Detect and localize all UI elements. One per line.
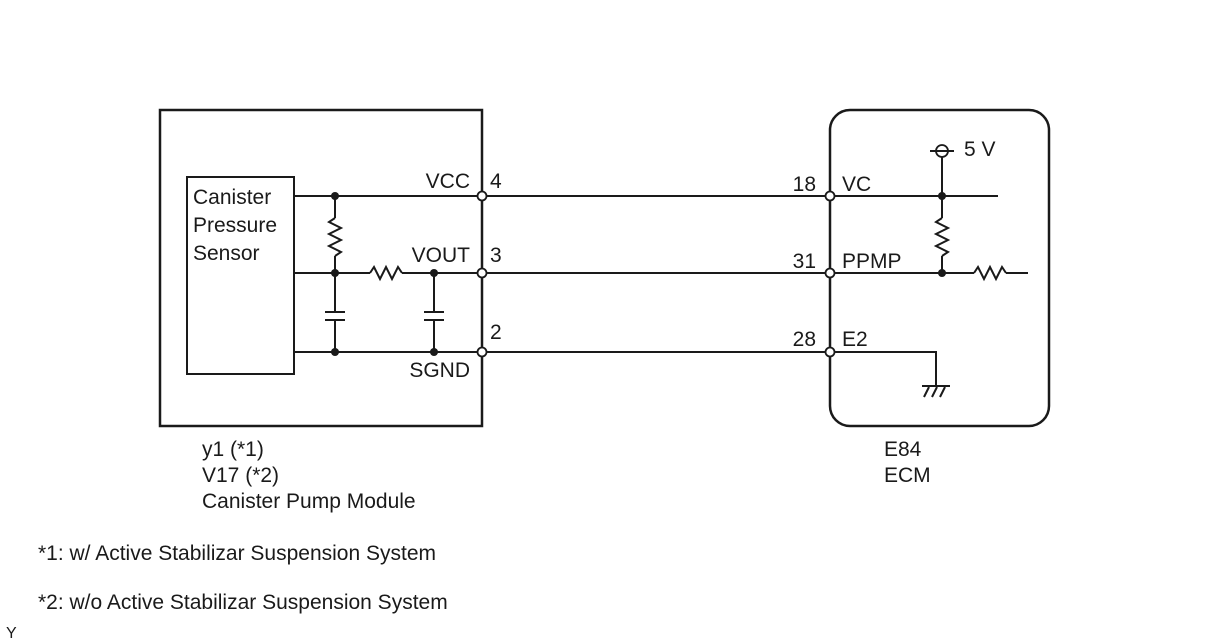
terminal-ecm-28: [824, 346, 836, 358]
terminal-ecm-18: [824, 190, 836, 202]
supply-voltage-label: 5 V: [964, 138, 996, 161]
corner-mark: Y: [6, 625, 17, 642]
ppmp-series-resistor: [973, 264, 1007, 282]
junction-ppmp: [938, 269, 946, 277]
canister-pressure-sensor-box: [186, 176, 295, 375]
junction-vout-left: [331, 269, 339, 277]
pin-number-3: 3: [490, 244, 502, 267]
sensor-label-line-3: Sensor: [193, 242, 260, 265]
pump-module-name: Canister Pump Module: [202, 490, 416, 513]
ecm-name: ECM: [884, 464, 931, 487]
pump-connector-code-2: V17 (*2): [202, 464, 279, 487]
ground-hatch-1: [923, 386, 930, 398]
pin-name-e2: E2: [842, 328, 868, 351]
pump-connector-code-1: y1 (*1): [202, 438, 264, 461]
ground-hatch-3: [939, 386, 946, 398]
pin-number-28: 28: [793, 328, 816, 351]
vout-series-resistor: [369, 264, 403, 282]
pin-number-18: 18: [793, 173, 816, 196]
terminal-pump-2: [476, 346, 488, 358]
pin-number-31: 31: [793, 250, 816, 273]
sensor-label-line-2: Pressure: [193, 214, 277, 237]
pin-name-vc: VC: [842, 173, 871, 196]
pin-name-ppmp: PPMP: [842, 250, 902, 273]
terminal-ecm-31: [824, 267, 836, 279]
footnote-1: *1: w/ Active Stabilizar Suspension Syst…: [38, 542, 436, 565]
junction-sgnd-left: [331, 348, 339, 356]
junction-vc: [938, 192, 946, 200]
ecm-connector-code: E84: [884, 438, 922, 461]
pin-number-4: 4: [490, 170, 502, 193]
sensor-label-line-1: Canister: [193, 186, 271, 209]
pin-name-sgnd: SGND: [409, 359, 470, 382]
junction-vout-right: [430, 269, 438, 277]
ecm-internal-wiring: [834, 144, 1028, 398]
e2-ground-wire: [834, 351, 937, 386]
pullup-resistor: [326, 217, 344, 257]
terminal-pump-3: [476, 267, 488, 279]
terminal-pump-4: [476, 190, 488, 202]
junction-vcc: [331, 192, 339, 200]
pin-name-vout: VOUT: [412, 244, 471, 267]
ground-hatch-2: [931, 386, 938, 398]
pin-number-2: 2: [490, 321, 502, 344]
pin-name-vcc: VCC: [426, 170, 470, 193]
pump-module-internal-wiring: [294, 192, 478, 356]
footnote-2: *2: w/o Active Stabilizar Suspension Sys…: [38, 591, 448, 614]
junction-sgnd-right: [430, 348, 438, 356]
ecm-pullup-resistor: [933, 217, 951, 257]
